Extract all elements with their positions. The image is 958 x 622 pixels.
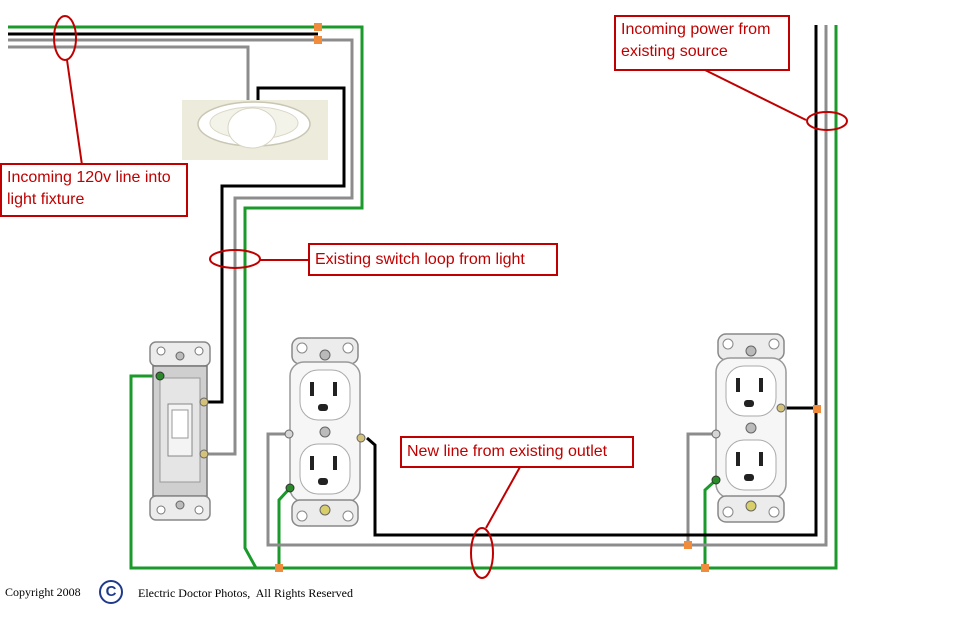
callout-leader-new-line (485, 466, 521, 529)
ground-wire-outlet1 (277, 486, 292, 568)
credit-text: Electric Doctor Photos, All Rights Reser… (138, 586, 353, 600)
splice-marker (701, 564, 709, 572)
callout-ellipse-incoming-power (806, 111, 848, 131)
outlet-right (711, 333, 787, 523)
copyright-text: Copyright 2008 (5, 585, 81, 599)
callout-leader-incoming-power (704, 69, 807, 121)
callout-incoming-120v-label: Incoming 120v line into light fixture (0, 163, 188, 217)
ground-wire-main (8, 25, 838, 570)
copyright-icon: C (99, 580, 123, 604)
light-switch (149, 341, 211, 521)
splice-marker (813, 405, 821, 413)
callout-switch-loop-label: Existing switch loop from light (308, 243, 558, 276)
hot-wires (8, 25, 818, 537)
neutral-wires (8, 25, 828, 547)
callout-incoming-power-label: Incoming power from existing source (614, 15, 790, 71)
splice-marker (275, 564, 283, 572)
splice-marker (314, 36, 322, 44)
neutral-wire-outlets (266, 25, 828, 547)
outlet-left (284, 337, 366, 527)
light-fixture (182, 100, 328, 160)
callout-ellipse-incoming-120v (53, 15, 77, 61)
callout-new-line-label: New line from existing outlet (400, 436, 634, 468)
ground-wire-outlet2 (703, 478, 718, 568)
hot-wire-outlets (366, 25, 818, 537)
callout-leader-incoming-120v (66, 59, 83, 166)
splice-marker (684, 541, 692, 549)
neutral-wire-light (8, 45, 250, 112)
splice-marker (314, 23, 322, 31)
splice-points (275, 23, 821, 572)
ground-wires (8, 25, 838, 570)
ground-wire-switch (129, 374, 256, 570)
neutral-wire-loop (8, 38, 354, 456)
neutral-wire-outlet2 (686, 432, 716, 545)
callout-markers (53, 15, 848, 579)
hot-wire-loop (205, 86, 346, 404)
callout-ellipse-new-line (470, 527, 494, 579)
